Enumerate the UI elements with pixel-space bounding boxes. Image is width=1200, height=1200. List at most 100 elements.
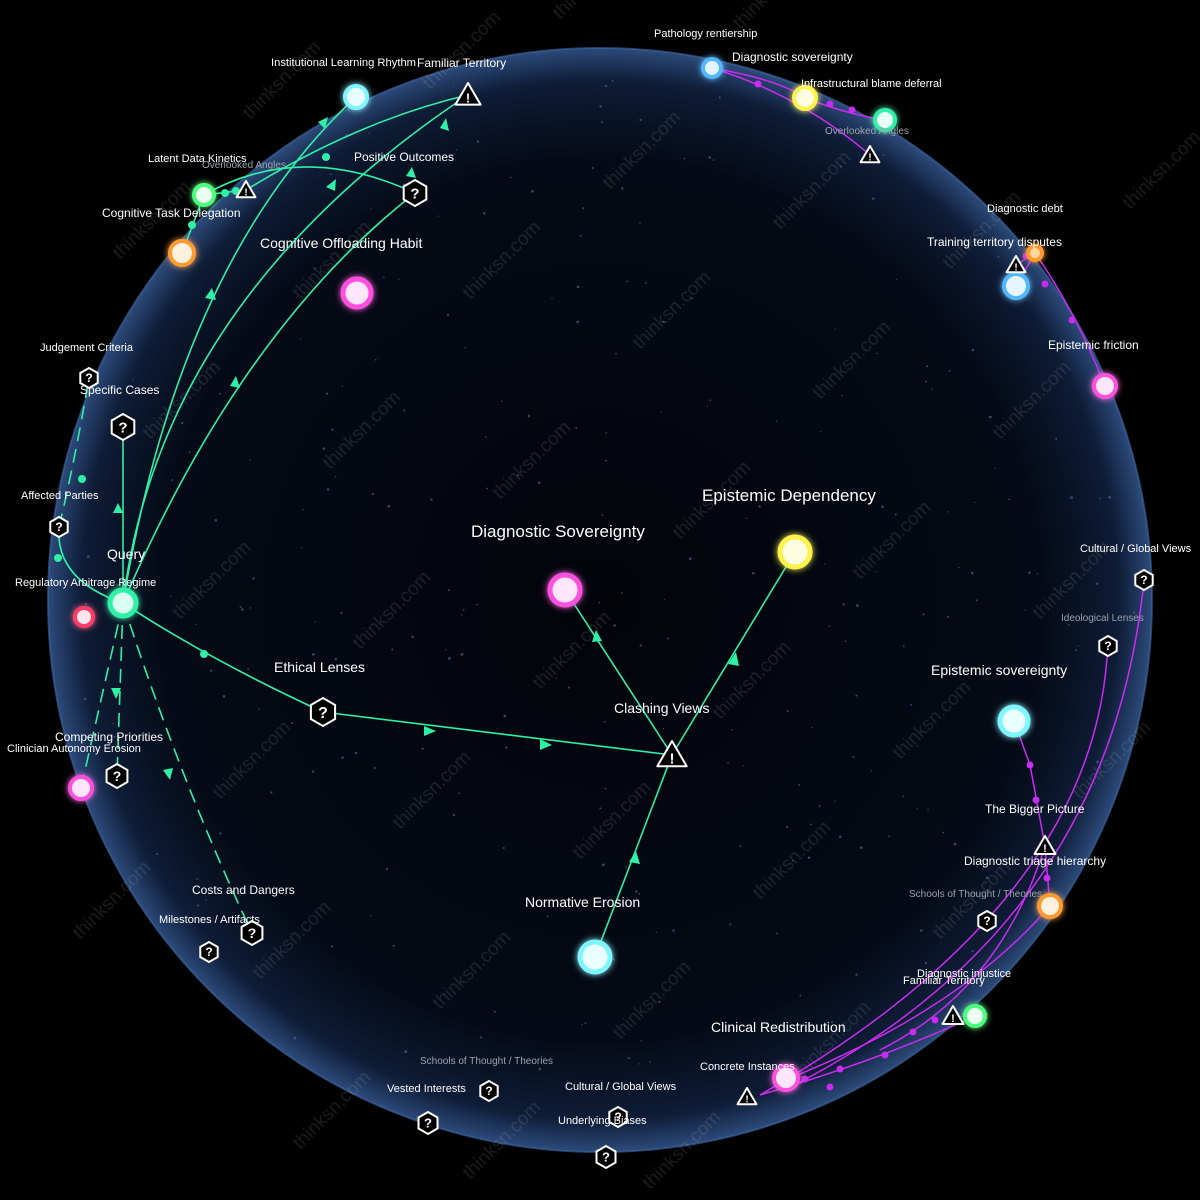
edge-latent-positive bbox=[203, 166, 416, 196]
star-dot bbox=[196, 878, 199, 881]
label-infrastructural: Infrastructural blame deferral bbox=[801, 78, 942, 90]
warning-clashing-views[interactable]: ! bbox=[656, 740, 688, 768]
star-dot bbox=[452, 85, 454, 87]
node-normative-erosion[interactable] bbox=[577, 939, 613, 975]
star-dot bbox=[807, 856, 811, 860]
node-query[interactable] bbox=[107, 587, 139, 619]
star-dot bbox=[403, 409, 406, 412]
star-dot bbox=[437, 215, 440, 217]
node-triage-orange[interactable] bbox=[1037, 893, 1063, 919]
hex-cultural-global-r[interactable]: ? bbox=[1134, 568, 1154, 592]
star-dot bbox=[505, 746, 508, 749]
hex-competing-priorities[interactable]: ? bbox=[105, 762, 129, 790]
star-dot bbox=[688, 557, 692, 560]
hex-ethical-lenses[interactable]: ? bbox=[309, 696, 337, 728]
star-dot bbox=[997, 256, 1000, 258]
node-epistemic-sovereignty[interactable] bbox=[997, 704, 1031, 738]
star-dot bbox=[300, 546, 303, 549]
node-epistemic-dependency[interactable] bbox=[777, 534, 813, 570]
star-dot bbox=[445, 649, 447, 651]
triangle-shape bbox=[454, 82, 482, 106]
hex-specific-cases[interactable]: ? bbox=[110, 412, 136, 442]
hex-vested-interests[interactable]: ? bbox=[417, 1110, 439, 1136]
label-concrete-instances: Concrete Instances bbox=[700, 1061, 795, 1073]
warning-bigger-picture[interactable]: ! bbox=[1033, 835, 1057, 855]
hex-schools-r[interactable]: ? bbox=[977, 909, 997, 933]
hex-costs-dangers[interactable]: ? bbox=[240, 919, 264, 947]
star-dot bbox=[300, 338, 302, 340]
warning-familiar-territory-ul[interactable]: ! bbox=[454, 82, 482, 106]
node-concrete-instances[interactable] bbox=[772, 1064, 800, 1092]
hexagon-shape bbox=[1134, 568, 1154, 592]
node-diagnostic-debt[interactable] bbox=[1026, 244, 1044, 262]
hex-affected-parties[interactable]: ? bbox=[49, 515, 69, 539]
arrowhead bbox=[728, 652, 739, 666]
node-clinician[interactable] bbox=[68, 775, 94, 801]
hexagon-shape bbox=[240, 919, 264, 947]
star-dot bbox=[84, 602, 88, 605]
triangle-shape bbox=[859, 145, 881, 164]
hex-underlying-biases[interactable]: ? bbox=[595, 1144, 617, 1170]
warning-concrete-instances[interactable]: ! bbox=[736, 1087, 758, 1106]
star-dot bbox=[340, 611, 343, 614]
star-dot bbox=[188, 451, 191, 454]
node-training-territory[interactable] bbox=[1002, 272, 1030, 300]
arrowhead bbox=[111, 688, 121, 699]
node-cognitive-task[interactable] bbox=[168, 239, 196, 267]
star-dot bbox=[370, 914, 372, 917]
node-diagnostic-injustice[interactable] bbox=[963, 1004, 987, 1028]
warning-training-territory[interactable]: ! bbox=[1005, 255, 1027, 274]
star-dot bbox=[731, 729, 733, 731]
warning-overlooked-ur[interactable]: ! bbox=[859, 145, 881, 164]
label-query: Query bbox=[107, 546, 145, 562]
question-mark-icon: ? bbox=[602, 1150, 610, 1165]
star-dot bbox=[626, 280, 629, 283]
hex-cultural-global-b[interactable]: ? bbox=[608, 1105, 628, 1129]
node-epistemic-friction[interactable] bbox=[1092, 373, 1118, 399]
star-dot bbox=[258, 708, 260, 710]
hexagon-shape bbox=[402, 178, 428, 208]
node-diagnostic-sovereignty[interactable] bbox=[547, 572, 583, 608]
node-latent-data[interactable] bbox=[192, 183, 216, 207]
star-dot bbox=[709, 399, 712, 402]
star-dot bbox=[411, 635, 414, 639]
hex-judgement-criteria[interactable]: ? bbox=[79, 366, 99, 390]
star-dot bbox=[302, 508, 304, 511]
node-overlooked-ur[interactable] bbox=[873, 108, 897, 132]
edge-dot bbox=[931, 1016, 939, 1024]
star-dot bbox=[605, 432, 608, 434]
star-dot bbox=[838, 835, 842, 839]
hex-milestones[interactable]: ? bbox=[199, 940, 219, 964]
star-dot bbox=[981, 859, 983, 862]
warning-icon: ! bbox=[868, 153, 871, 164]
node-cognitive-offloading[interactable] bbox=[340, 276, 374, 310]
warning-familiar-territory-r[interactable]: ! bbox=[941, 1005, 965, 1025]
star-dot bbox=[745, 517, 748, 519]
star-dot bbox=[975, 599, 978, 602]
star-dot bbox=[799, 994, 802, 997]
star-dot bbox=[446, 314, 450, 317]
node-pathology[interactable] bbox=[701, 57, 723, 79]
hex-schools-b[interactable]: ? bbox=[479, 1079, 499, 1103]
purple-edge-dots bbox=[754, 80, 1076, 1091]
hex-ideological[interactable]: ? bbox=[1098, 634, 1118, 658]
star-dot bbox=[341, 385, 343, 388]
star-dot bbox=[604, 787, 607, 790]
node-infrastructural[interactable] bbox=[792, 85, 818, 111]
label-triage: Diagnostic triage hierarchy bbox=[964, 854, 1106, 868]
node-institutional[interactable] bbox=[343, 84, 369, 110]
star-dot bbox=[925, 380, 927, 383]
star-dot bbox=[1036, 573, 1039, 575]
star-dot bbox=[662, 320, 665, 324]
star-dot bbox=[639, 644, 642, 647]
edge-dot bbox=[754, 80, 762, 88]
hex-positive-outcomes[interactable]: ? bbox=[402, 178, 428, 208]
star-dot bbox=[322, 447, 326, 450]
triangle-shape bbox=[1005, 255, 1027, 274]
star-dot bbox=[1067, 623, 1070, 626]
star-dot bbox=[834, 328, 837, 330]
star-dot bbox=[988, 670, 990, 673]
node-regulatory[interactable] bbox=[73, 606, 95, 628]
warning-overlooked-ul[interactable]: ! bbox=[235, 180, 257, 199]
